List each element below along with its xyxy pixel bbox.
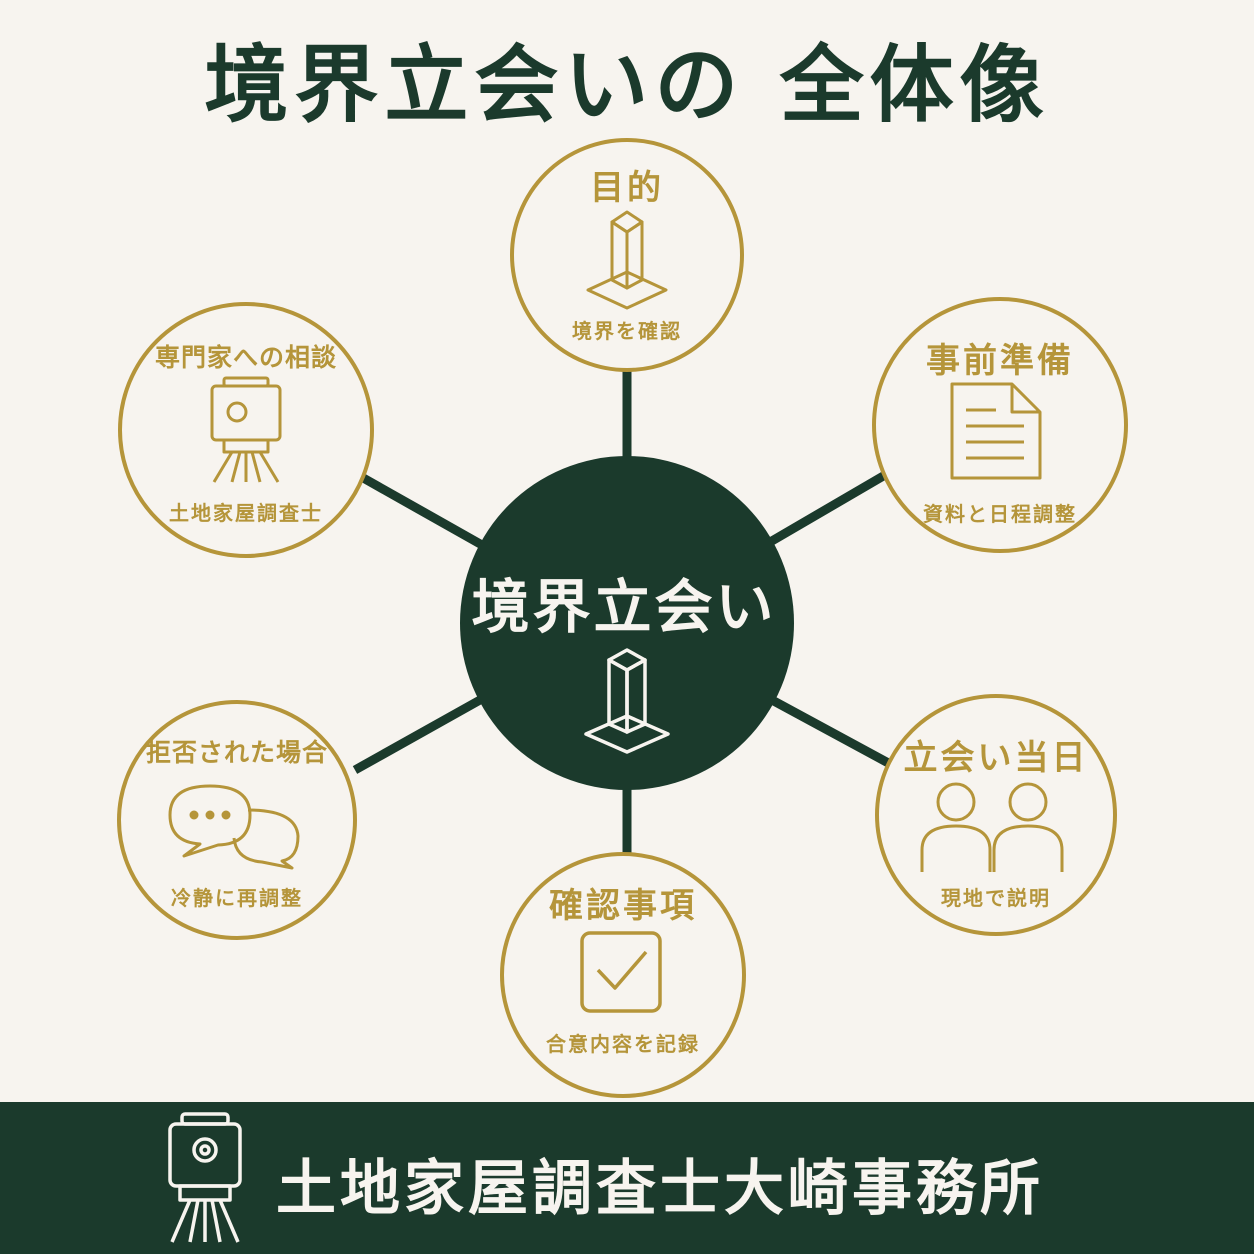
footer-surveying-instrument-icon [168, 1112, 242, 1243]
node-subtitle-day: 現地で説明 [941, 886, 1051, 910]
people-icon [920, 782, 1064, 872]
node-circle-confirm [500, 852, 746, 1098]
node-subtitle-confirm: 合意内容を記録 [546, 1032, 700, 1056]
boundary-marker-icon [586, 210, 668, 310]
page-title: 境界立会いの 全体像 [204, 35, 1050, 134]
node-circle-expert [118, 302, 374, 558]
connector-prep [762, 471, 888, 549]
checkbox-icon [580, 931, 662, 1013]
center-boundary-marker-icon [584, 648, 670, 754]
document-icon [950, 382, 1042, 480]
center-label: 境界立会い [471, 573, 777, 641]
node-title-purpose: 目的 [590, 168, 664, 208]
speech-bubbles-icon [168, 784, 300, 870]
node-subtitle-expert: 土地家屋調査士 [169, 501, 323, 525]
node-title-prep: 事前準備 [926, 341, 1074, 381]
center-circle [460, 456, 794, 790]
surveying-instrument-icon [210, 376, 282, 483]
node-title-refused: 拒否された場合 [145, 738, 328, 767]
node-subtitle-prep: 資料と日程調整 [923, 502, 1077, 526]
node-title-expert: 専門家への相談 [154, 343, 337, 372]
node-title-confirm: 確認事項 [549, 886, 697, 926]
node-circle-day [875, 694, 1117, 936]
node-subtitle-refused: 冷静に再調整 [171, 886, 303, 910]
office-name: 土地家屋調査士大崎事務所 [276, 1154, 1044, 1224]
node-subtitle-purpose: 境界を確認 [572, 319, 682, 343]
connector-expert [355, 471, 485, 549]
node-title-day: 立会い当日 [903, 738, 1089, 778]
connector-refused [352, 696, 483, 774]
footer-banner: 土地家屋調査士大崎事務所 [0, 1102, 1254, 1254]
connector-day [769, 696, 895, 769]
node-circle-refused [117, 700, 357, 940]
